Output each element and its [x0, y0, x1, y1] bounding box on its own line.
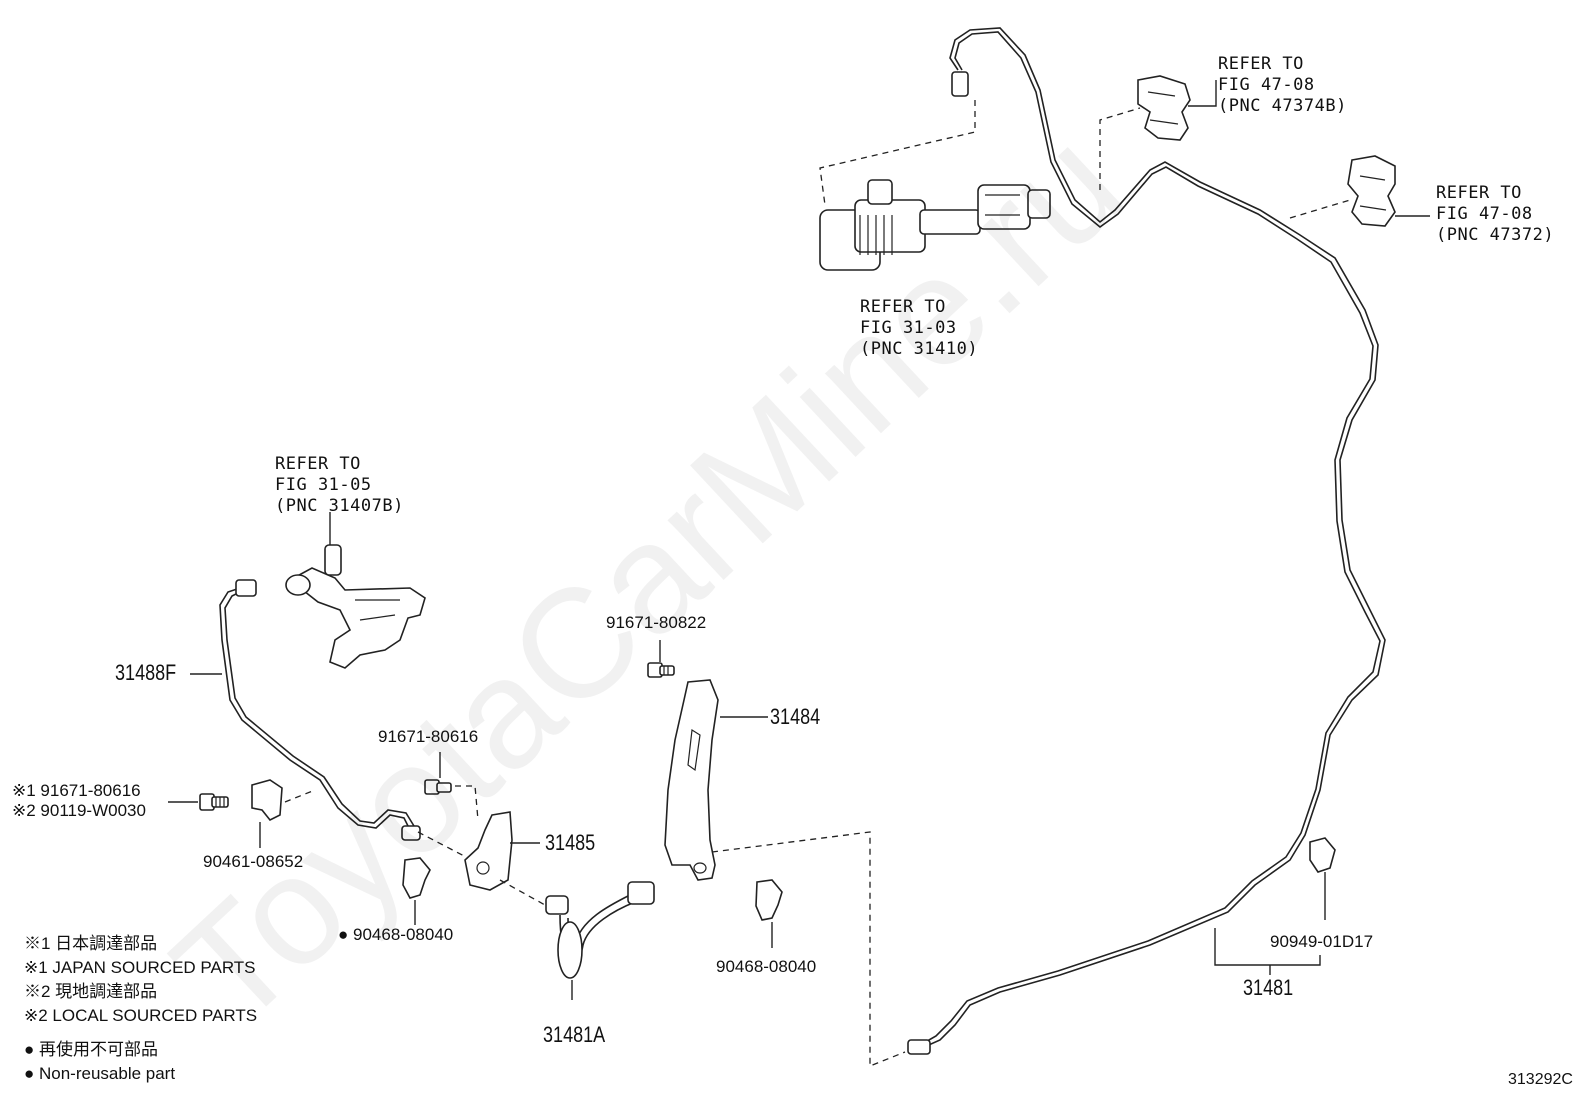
hose-31481A [545, 881, 655, 979]
master-cylinder [819, 179, 1051, 271]
pipe-end-fitting [907, 1039, 931, 1055]
ref-line: FIG 47-08 [1436, 204, 1533, 224]
legend-line: ※2 現地調達部品 [24, 982, 158, 1001]
clip-47372 [1347, 155, 1396, 227]
ref-line: (PNC 47374B) [1218, 96, 1347, 116]
ref-dash-a [819, 100, 976, 206]
bracket-31484 [664, 679, 719, 881]
lead-47374B [1188, 80, 1217, 107]
pipe-31488F-inner [224, 591, 415, 827]
part-label-31481[interactable]: 31481 [1243, 975, 1294, 1000]
ref-label-fig-47-08-47374b: REFER TO FIG 47-08 (PNC 47374B) [1218, 54, 1347, 117]
pipe-top-fitting [951, 71, 969, 97]
part-number: 90468-08040 [353, 925, 454, 944]
part-label-31488F[interactable]: 31488F [115, 660, 177, 685]
ref-line: FIG 31-03 [860, 318, 957, 338]
dash-31485-to-hose [499, 879, 546, 906]
ref-label-fig-31-05: REFER TO FIG 31-05 (PNC 31407B) [275, 454, 404, 517]
pipe-31488F-top-fitting [235, 579, 257, 597]
dash-clamp-pipe [284, 789, 316, 803]
ref-label-fig-31-03: REFER TO FIG 31-03 (PNC 31410) [860, 297, 978, 360]
ref-line: REFER TO [1218, 54, 1304, 74]
bolt-91671-80822 [647, 662, 675, 678]
ref-line: REFER TO [860, 297, 946, 317]
dash-pipe-to-31485 [417, 831, 469, 859]
part-label-90949-01D17[interactable]: 90949-01D17 [1270, 932, 1374, 951]
dash-31484-to-pipe [711, 831, 906, 1067]
bracket-31485 [464, 811, 513, 891]
clip-47374B [1137, 75, 1191, 141]
legend-line: ※2 LOCAL SOURCED PARTS [24, 1006, 258, 1025]
ref-line: (PNC 31410) [860, 339, 979, 359]
part-label-note2-90119-w0030[interactable]: ※2 90119-W0030 [12, 801, 146, 820]
release-cylinder-bracket [285, 544, 426, 669]
ref-line: REFER TO [275, 454, 361, 474]
part-label-note1-91671-80616[interactable]: ※1 91671-80616 [12, 781, 141, 800]
lead-31481 [1214, 928, 1321, 975]
ref-line: FIG 31-05 [275, 475, 372, 495]
ref-label-fig-47-08-47372: REFER TO FIG 47-08 (PNC 47372) [1436, 183, 1554, 246]
clip-90949-01D17 [1309, 837, 1336, 873]
part-label-90468-08040-left[interactable]: ● 90468-08040 [338, 926, 453, 943]
clip-90468-08040-right [755, 879, 783, 921]
legend-line: ● 再使用不可部品 [24, 1040, 158, 1059]
pipe-31488F [219, 587, 411, 831]
pipe-31481 [921, 27, 1386, 1049]
legend-line: ※1 JAPAN SOURCED PARTS [24, 958, 256, 977]
bolt-left [199, 793, 229, 811]
part-label-31484[interactable]: 31484 [770, 704, 821, 729]
ref-line: (PNC 47372) [1436, 225, 1555, 245]
legend: ※1 日本調達部品 ※1 JAPAN SOURCED PARTS ※2 現地調達… [24, 935, 257, 1089]
part-label-31485[interactable]: 31485 [545, 830, 596, 855]
bolt-91671-80616 [424, 779, 452, 795]
legend-line: ※1 日本調達部品 [24, 934, 158, 953]
part-label-91671-80822[interactable]: 91671-80822 [606, 613, 707, 632]
ref-line: (PNC 31407B) [275, 496, 404, 516]
ref-dash-b [1099, 107, 1141, 190]
part-label-90461-08652[interactable]: 90461-08652 [203, 852, 304, 871]
pipe-31481-inner [921, 31, 1381, 1045]
ref-line: REFER TO [1436, 183, 1522, 203]
part-label-91671-80616[interactable]: 91671-80616 [378, 727, 479, 746]
ref-dash-c [1289, 199, 1351, 219]
non-reusable-marker: ● [338, 925, 349, 944]
clamp-90461-08652 [251, 779, 283, 822]
diagram-code: 313292C [1508, 1071, 1573, 1088]
legend-line: ● Non-reusable part [24, 1064, 176, 1083]
part-label-31481A[interactable]: 31481A [543, 1022, 606, 1047]
ref-line: FIG 47-08 [1218, 75, 1315, 95]
clip-90468-08040-left [402, 857, 431, 899]
part-label-90468-08040-right[interactable]: 90468-08040 [716, 957, 817, 976]
